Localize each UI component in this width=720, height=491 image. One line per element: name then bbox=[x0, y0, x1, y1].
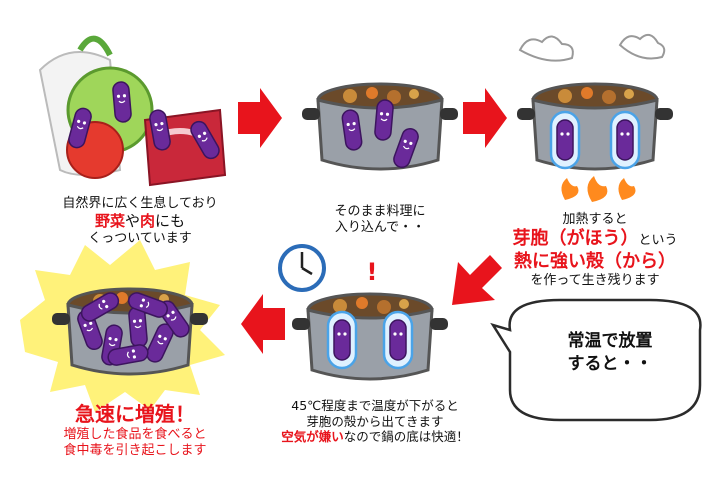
arrow-left bbox=[241, 294, 285, 354]
step3-line4: を作って生き残ります bbox=[480, 273, 710, 289]
step4-caption: 45℃程度まで温度が下がると 芽胞の殻から出てきます 空気が嫌いなので鍋の底は快… bbox=[260, 398, 490, 445]
spore-label: 芽胞（がほう） bbox=[512, 228, 638, 249]
step4-line2: 芽胞の殻から出てきます bbox=[260, 414, 490, 430]
step3-line2: 芽胞（がほう）という bbox=[480, 228, 710, 251]
exclamation-icon: ! bbox=[367, 258, 378, 286]
step2-line2: 入り込んで・・ bbox=[300, 220, 460, 236]
toiu-label: という bbox=[638, 233, 677, 248]
step4-line1: 45℃程度まで温度が下がると bbox=[260, 398, 490, 414]
vegetables-label: 野菜 bbox=[95, 212, 125, 230]
rapid-growth-illustration bbox=[20, 240, 225, 412]
step1-line1: 自然界に広く生息しており bbox=[40, 196, 240, 212]
step5-caption: 急速に増殖！ 増殖した食品を食べると 食中毒を引き起こします bbox=[25, 402, 245, 460]
step5-line1: 増殖した食品を食べると bbox=[25, 427, 245, 443]
arrow-right-2 bbox=[463, 88, 507, 148]
step1-caption: 自然界に広く生息しており 野菜や肉にも くっついています bbox=[40, 196, 240, 247]
speech-bubble-text: 常温で放置 すると・・ bbox=[520, 330, 700, 376]
step4-line3b: なので鍋の底は快適！ bbox=[344, 429, 469, 444]
vegetables-and-meat-illustration bbox=[40, 39, 225, 185]
arrow-right-1 bbox=[238, 88, 282, 148]
heat-resistant-shell-label: 熱に強い殻（から） bbox=[480, 251, 710, 274]
step1-line2: 野菜や肉にも bbox=[40, 212, 240, 231]
pot-with-bacteria-illustration bbox=[302, 84, 458, 170]
bubble-line2: すると・・ bbox=[520, 353, 700, 376]
step1-line3: くっついています bbox=[40, 231, 240, 247]
nimo-label: にも bbox=[155, 212, 185, 230]
step3-caption: 加熱すると 芽胞（がほう）という 熱に強い殻（から） を作って生き残ります bbox=[480, 212, 710, 290]
step5-line2: 食中毒を引き起こします bbox=[25, 443, 245, 459]
rapid-growth-headline: 急速に増殖！ bbox=[25, 402, 245, 427]
step3-line1: 加熱すると bbox=[480, 212, 710, 228]
heated-pot-with-spores-illustration bbox=[517, 35, 673, 202]
meat-label: 肉 bbox=[140, 212, 155, 230]
cooling-pot-illustration: ! bbox=[280, 246, 448, 379]
dislikes-air-label: 空気が嫌い bbox=[281, 429, 344, 444]
step4-line3: 空気が嫌いなので鍋の底は快適！ bbox=[260, 429, 490, 445]
ya-label: や bbox=[125, 212, 140, 230]
step2-line1: そのまま料理に bbox=[300, 204, 460, 220]
step2-caption: そのまま料理に 入り込んで・・ bbox=[300, 204, 460, 237]
bubble-line1: 常温で放置 bbox=[520, 330, 700, 353]
